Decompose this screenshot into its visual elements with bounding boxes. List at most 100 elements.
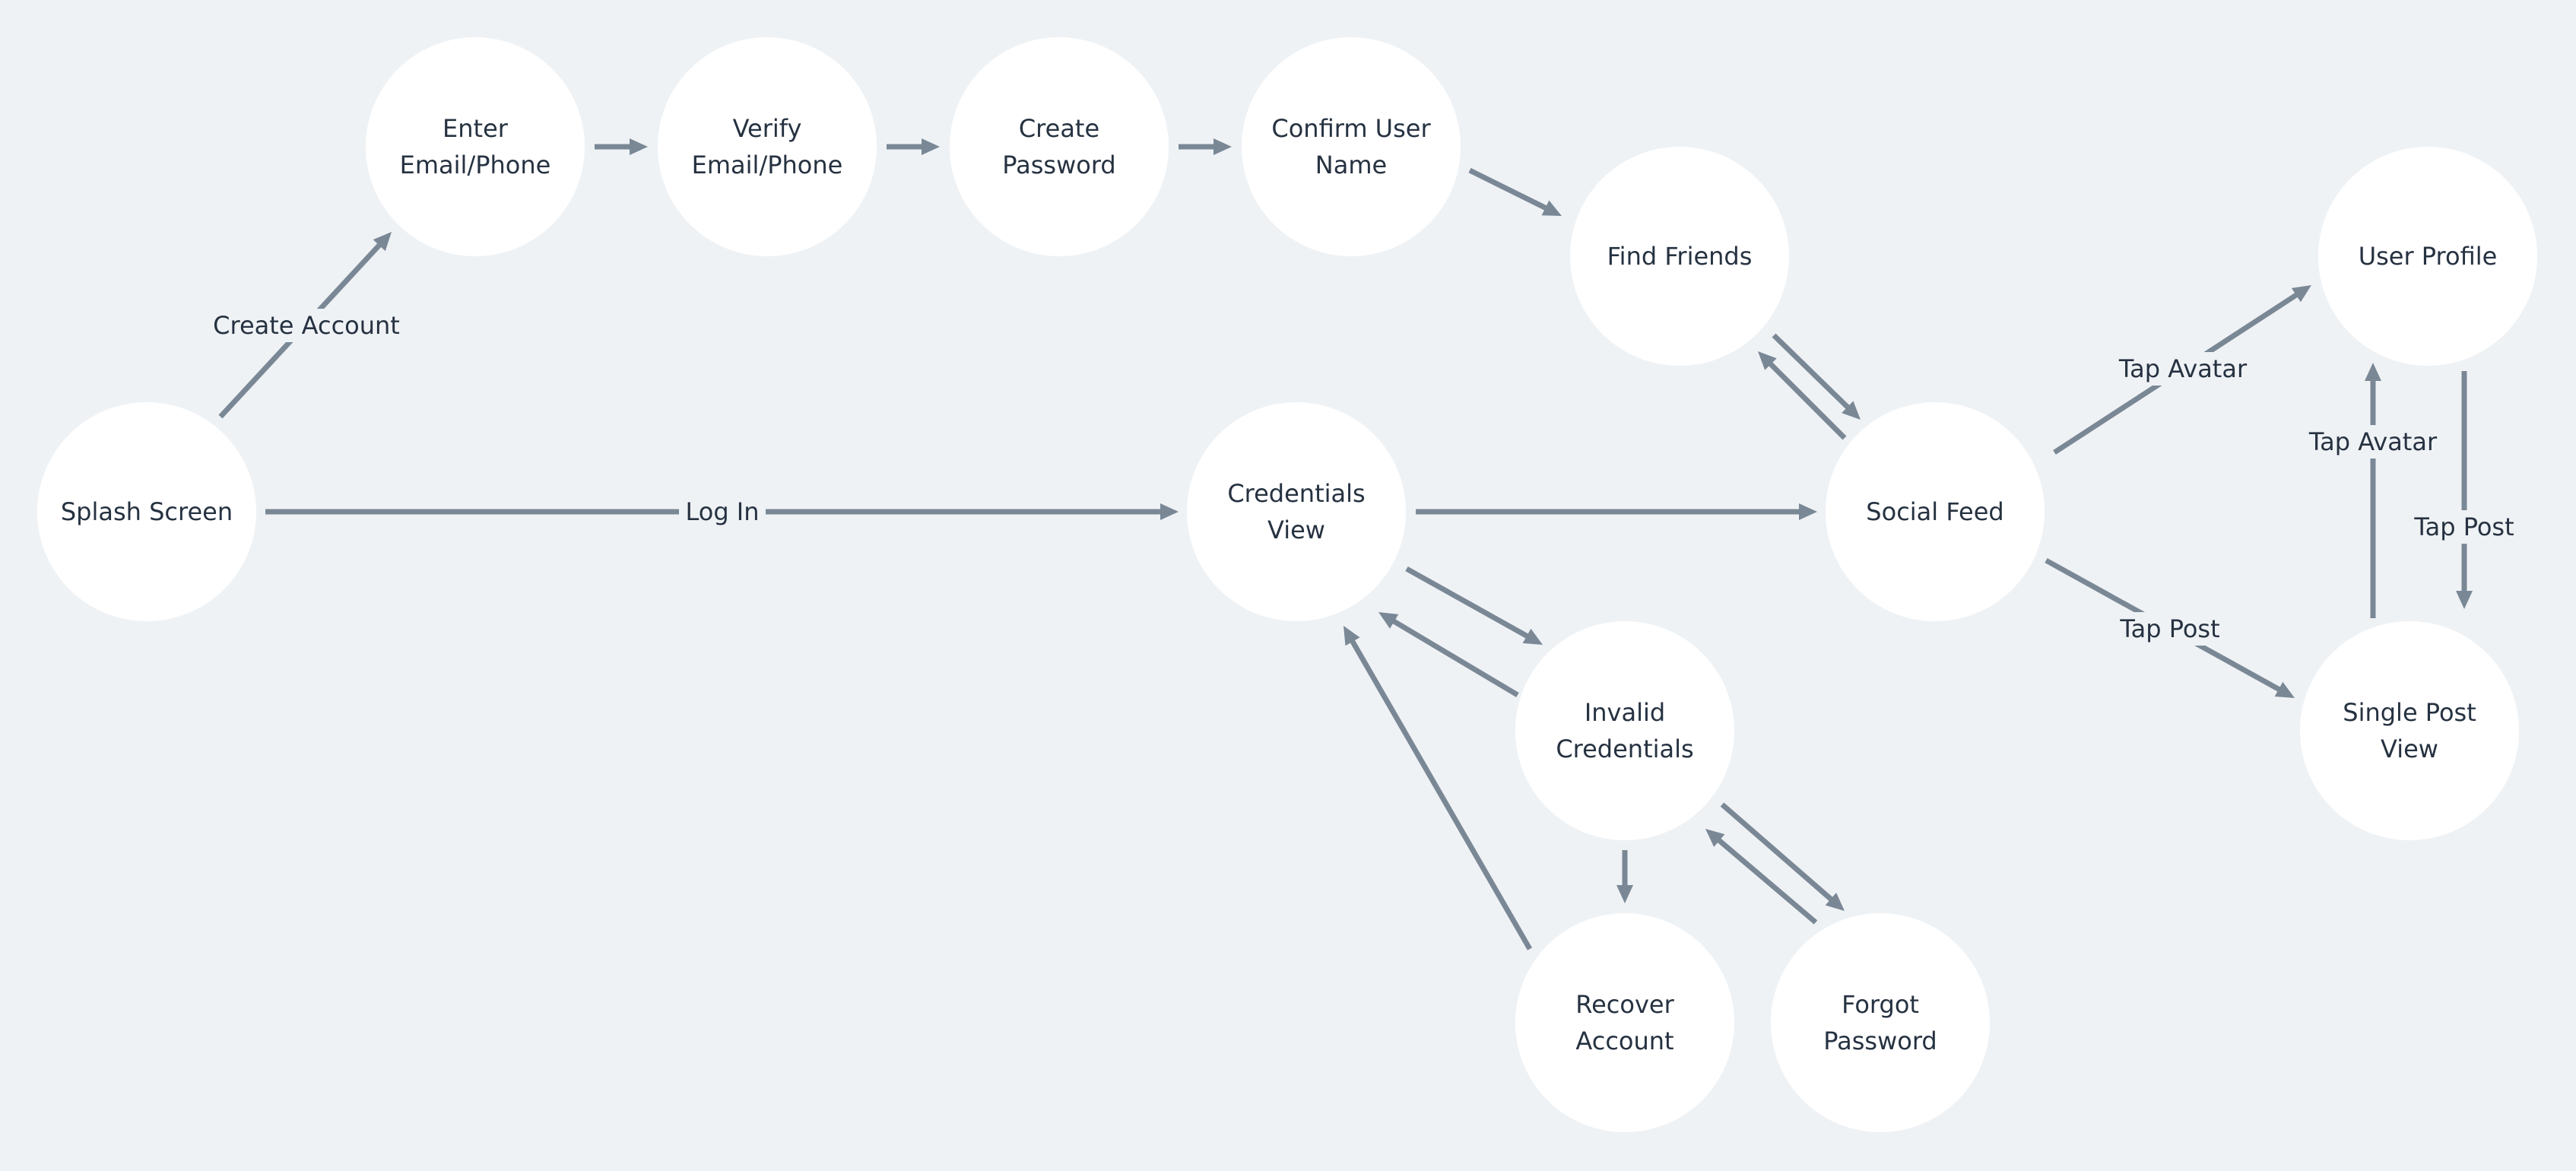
node-circle (1570, 147, 1789, 366)
arrowhead-icon (1705, 829, 1725, 847)
arrowhead-icon (1758, 351, 1777, 370)
node-label: Confirm User (1271, 114, 1431, 143)
arrowhead-icon (1213, 138, 1232, 155)
edge-label-background (2113, 612, 2227, 646)
node-label: Name (1315, 151, 1387, 179)
node-circle (1515, 913, 1734, 1132)
node-circle (1187, 402, 1406, 621)
node-circle (1771, 913, 1990, 1132)
edge-label: Tap Post (2113, 612, 2227, 646)
node-circle (1242, 37, 1461, 256)
edge-forgot-to-invalid (1705, 829, 1818, 925)
edge-enter-to-verify (595, 138, 648, 155)
node-label: Single Post (2343, 698, 2476, 727)
arrowhead-icon (1825, 892, 1845, 911)
edge-label: Create Account (211, 309, 401, 342)
edge-label-text: Tap Post (2119, 614, 2219, 643)
edge-creds-to-social (1416, 503, 1817, 520)
node-find[interactable]: Find Friends (1570, 147, 1789, 366)
edge-confirm-to-find (1468, 167, 1562, 216)
edge-label-background (2302, 425, 2444, 459)
arrowhead-icon (1799, 503, 1817, 520)
node-label: Find Friends (1607, 242, 1753, 271)
arrowhead-icon (373, 232, 392, 252)
node-splash[interactable]: Splash Screen (37, 402, 256, 621)
edge-create-to-confirm (1179, 138, 1232, 155)
node-label: View (2381, 735, 2438, 763)
edge-invalid-to-forgot (1720, 802, 1845, 911)
node-label: Credentials (1556, 735, 1693, 763)
edge-line (1405, 566, 1530, 639)
node-profile[interactable]: User Profile (2318, 147, 2537, 366)
node-circle (366, 37, 585, 256)
edge-label: Tap Avatar (2302, 425, 2444, 459)
arrowhead-icon (2456, 591, 2473, 609)
edge-label-text: Create Account (213, 311, 400, 340)
node-label: Invalid (1585, 698, 1665, 727)
node-label: User Profile (2359, 242, 2498, 271)
arrowhead-icon (2291, 285, 2311, 303)
arrowhead-icon (1160, 503, 1179, 520)
edge-creds-to-invalid (1405, 566, 1543, 645)
node-label: Email/Phone (400, 151, 551, 179)
edge-line (1391, 618, 1519, 698)
arrowhead-icon (922, 138, 940, 155)
node-label: Password (1002, 151, 1115, 179)
node-label: View (1267, 516, 1325, 544)
edge-line (1468, 167, 1548, 211)
arrowhead-icon (630, 138, 648, 155)
arrowhead-icon (1541, 200, 1562, 216)
node-label: Credentials (1227, 479, 1365, 508)
node-label: Forgot (1842, 990, 1919, 1019)
node-label: Verify (733, 114, 802, 143)
edge-label-background (2407, 510, 2521, 544)
edge-label-text: Log In (685, 497, 759, 526)
edge-line (1716, 837, 1818, 925)
edge-line (1772, 333, 1851, 411)
edge-label-background (2111, 352, 2254, 386)
arrowhead-icon (2274, 681, 2295, 698)
node-circle (1826, 402, 2045, 621)
node-circle (2318, 147, 2537, 366)
arrowhead-icon (1842, 401, 1861, 420)
edge-line (1349, 639, 1533, 950)
node-circle (2300, 621, 2519, 840)
arrowhead-icon (1522, 628, 1543, 645)
edge-find-to-social (1772, 333, 1861, 420)
node-label: Splash Screen (61, 497, 233, 526)
node-circle (37, 402, 256, 621)
node-label: Account (1575, 1027, 1673, 1055)
edge-label-text: Tap Post (2413, 513, 2514, 541)
arrowhead-icon (1378, 612, 1399, 629)
node-social[interactable]: Social Feed (1826, 402, 2045, 621)
node-label: Social Feed (1866, 497, 2003, 526)
node-circle (658, 37, 877, 256)
node-label: Password (1823, 1027, 1937, 1055)
edge-line (1768, 361, 1847, 440)
edge-invalid-to-creds (1378, 612, 1519, 698)
edge-label: Tap Avatar (2111, 352, 2254, 386)
arrowhead-icon (2365, 363, 2381, 381)
arrowhead-icon (1344, 626, 1360, 646)
edge-single-to-profile (2365, 363, 2381, 618)
edge-recover-to-creds (1344, 626, 1533, 950)
node-label: Create (1019, 114, 1099, 143)
edge-verify-to-create (887, 138, 940, 155)
edge-profile-to-single (2456, 371, 2473, 609)
node-label: Email/Phone (692, 151, 843, 179)
arrowhead-icon (1616, 885, 1633, 903)
edge-label-text: Tap Avatar (2118, 354, 2248, 383)
edge-label-text: Tap Avatar (2308, 427, 2438, 456)
